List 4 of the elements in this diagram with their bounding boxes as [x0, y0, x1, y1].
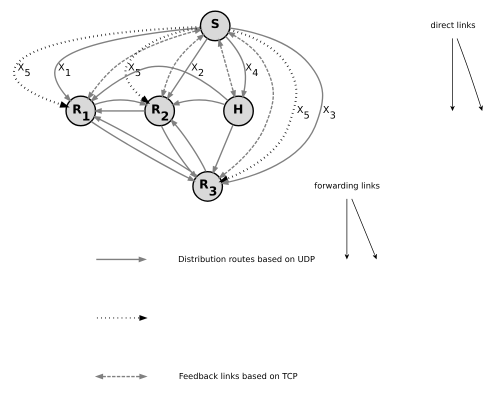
node-text: direct links	[430, 20, 476, 30]
legend-label: Feedback links based on TCP	[178, 370, 298, 381]
legend-label: Distribution routes based on UDP	[178, 254, 315, 264]
node-text: forwarding links	[314, 180, 380, 191]
